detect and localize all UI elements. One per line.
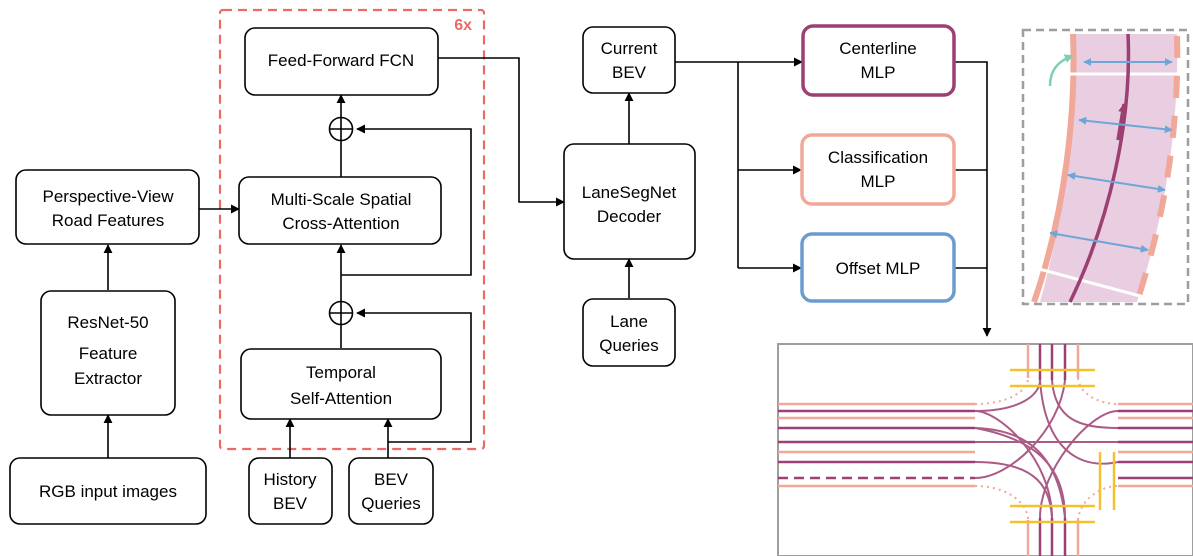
node-label: Feed-Forward FCN bbox=[268, 51, 414, 70]
node-label: Decoder bbox=[597, 207, 662, 226]
node-label: Self-Attention bbox=[290, 389, 392, 408]
node-lanesegnet-decoder: LaneSegNet Decoder bbox=[563, 143, 696, 260]
node-label: Classification bbox=[828, 148, 928, 167]
node-offset-mlp: Offset MLP bbox=[800, 232, 956, 303]
node-label: MLP bbox=[861, 63, 896, 82]
node-label: MLP bbox=[861, 172, 896, 191]
node-label: ResNet-50 bbox=[67, 313, 148, 332]
node-history-bev: History BEV bbox=[248, 457, 333, 525]
intersection-map-illustration bbox=[777, 343, 1193, 556]
node-resnet: ResNet-50 Feature Extractor bbox=[40, 290, 176, 416]
node-feed-forward: Feed-Forward FCN bbox=[244, 27, 439, 96]
node-label: Queries bbox=[599, 336, 659, 355]
node-label: Offset MLP bbox=[836, 259, 921, 278]
node-label: BEV bbox=[273, 494, 308, 513]
node-label: BEV bbox=[612, 63, 647, 82]
node-perspective-view: Perspective-View Road Features bbox=[15, 169, 200, 245]
node-rgb-input: RGB input images bbox=[9, 457, 207, 525]
node-label: History bbox=[264, 470, 317, 489]
node-centerline-mlp: Centerline MLP bbox=[801, 24, 956, 97]
node-current-bev: Current BEV bbox=[582, 26, 676, 94]
node-label: Temporal bbox=[306, 363, 376, 382]
circled-plus-icon bbox=[328, 116, 354, 142]
node-label: Cross-Attention bbox=[282, 214, 399, 233]
node-label: Feature bbox=[79, 344, 138, 363]
circled-plus-icon bbox=[328, 300, 354, 326]
edge-msca-residual bbox=[341, 124, 472, 276]
node-label: Centerline bbox=[839, 39, 917, 58]
node-label: BEV bbox=[374, 470, 409, 489]
edge-bevq-residual bbox=[356, 308, 472, 443]
node-label: RGB input images bbox=[39, 482, 177, 501]
node-label: LaneSegNet bbox=[582, 183, 677, 202]
node-temporal-self-attention: Temporal Self-Attention bbox=[240, 348, 442, 420]
node-label: Multi-Scale Spatial bbox=[271, 190, 412, 209]
edge-center-out bbox=[954, 61, 992, 337]
node-label: Current bbox=[601, 39, 658, 58]
node-cross-attention: Multi-Scale Spatial Cross-Attention bbox=[238, 176, 442, 245]
lane-segment-illustration bbox=[1021, 28, 1190, 306]
node-label: Perspective-View bbox=[42, 187, 174, 206]
repeat-block-frame bbox=[218, 8, 486, 451]
edge-ffn-to-decoder bbox=[438, 57, 565, 207]
repeat-count-label: 6x bbox=[454, 17, 472, 34]
node-label: Lane bbox=[610, 312, 648, 331]
node-classification-mlp: Classification MLP bbox=[800, 133, 956, 206]
node-label: Queries bbox=[361, 494, 421, 513]
node-bev-queries: BEV Queries bbox=[348, 457, 434, 525]
node-label: Road Features bbox=[52, 211, 164, 230]
node-lane-queries: Lane Queries bbox=[582, 298, 676, 367]
diagram-edges bbox=[103, 57, 992, 458]
node-label: Extractor bbox=[74, 369, 142, 388]
